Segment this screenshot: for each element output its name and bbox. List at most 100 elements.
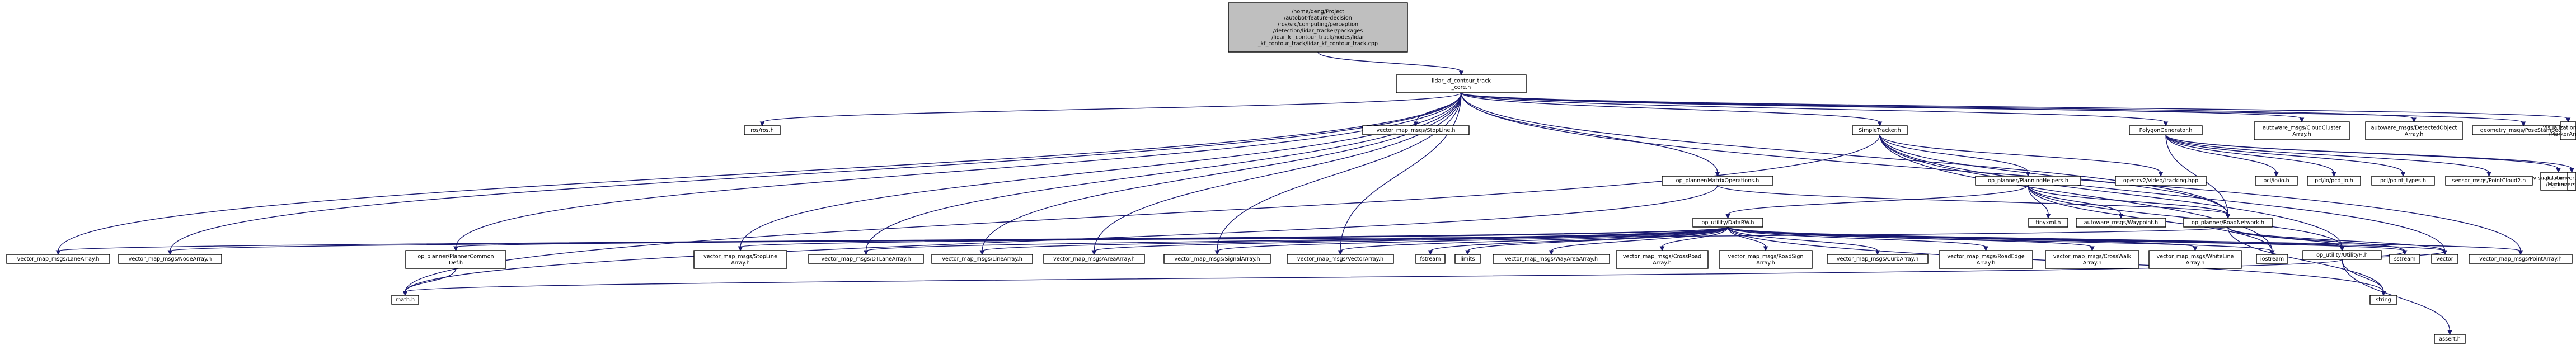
node-box-pointarray[interactable] xyxy=(2469,254,2573,264)
node-root[interactable]: /home/deng/Project/autobot-feature-decis… xyxy=(1228,2,1408,53)
node-waypoint[interactable]: autoware_msgs/Waypoint.h xyxy=(2076,218,2166,228)
node-planninghelpers[interactable]: op_planner/PlanningHelpers.h xyxy=(1975,176,2081,186)
arrowhead-root-to-core xyxy=(1458,70,1464,76)
edge-polygongen-to-pointcloud2 xyxy=(2165,134,2490,173)
node-box-sstream[interactable] xyxy=(2389,254,2420,264)
node-box-lanearray[interactable] xyxy=(6,254,110,264)
node-matrixops[interactable]: op_planner/MatrixOperations.h xyxy=(1662,176,1773,186)
node-box-linearray[interactable] xyxy=(931,254,1033,264)
node-string[interactable]: string xyxy=(2369,295,2397,305)
node-box-pclpcd[interactable] xyxy=(2307,176,2361,186)
node-sstream[interactable]: sstream xyxy=(2389,254,2420,264)
node-label-vectorarray-line-0: vector_map_msgs/VectorArray.h xyxy=(1297,256,1383,262)
node-roadnetwork[interactable]: op_planner/RoadNetwork.h xyxy=(2183,218,2273,228)
node-box-asserth[interactable] xyxy=(2434,334,2466,344)
node-box-matrixops[interactable] xyxy=(1662,176,1773,186)
node-box-waypoint[interactable] xyxy=(2076,218,2166,228)
node-areaarray[interactable]: vector_map_msgs/AreaArray.h xyxy=(1043,254,1145,264)
node-fstream[interactable]: fstream xyxy=(1415,254,1446,264)
node-label-utilityh-line-0: op_utility/UtilityH.h xyxy=(2316,252,2368,258)
node-simpletracker[interactable]: SimpleTracker.h xyxy=(1852,125,1908,135)
node-pclpcd[interactable]: pcl/io/pcd_io.h xyxy=(2307,176,2361,186)
node-vectorarray[interactable]: vector_map_msgs/VectorArray.h xyxy=(1287,254,1394,264)
node-box-vector[interactable] xyxy=(2431,254,2458,264)
node-dtlanearray[interactable]: vector_map_msgs/DTLaneArray.h xyxy=(808,254,924,264)
node-markerarray[interactable]: visualization_msgs/MarkerArray.h xyxy=(2543,121,2576,140)
node-asserth[interactable]: assert.h xyxy=(2434,334,2466,344)
node-box-mathh[interactable] xyxy=(391,295,419,305)
node-signalarray[interactable]: vector_map_msgs/SignalArray.h xyxy=(1163,254,1271,264)
node-box-pclconv[interactable] xyxy=(2567,172,2576,191)
node-box-limits[interactable] xyxy=(1454,254,1481,264)
node-box-detectedobject[interactable] xyxy=(2365,121,2463,140)
node-pointarray[interactable]: vector_map_msgs/PointArray.h xyxy=(2469,254,2573,264)
node-box-simpletracker[interactable] xyxy=(1852,125,1908,135)
node-box-stopline[interactable] xyxy=(1362,125,1470,135)
node-box-pointcloud2[interactable] xyxy=(2445,176,2533,186)
node-box-fstream[interactable] xyxy=(1415,254,1446,264)
node-mathh[interactable]: math.h xyxy=(391,295,419,305)
node-box-opencv[interactable] xyxy=(2115,176,2207,186)
node-datarw[interactable]: op_utility/DataRW.h xyxy=(1692,218,1763,228)
node-box-areaarray[interactable] xyxy=(1043,254,1145,264)
node-box-nodearray[interactable] xyxy=(118,254,222,264)
node-box-dtlanearray[interactable] xyxy=(808,254,924,264)
node-box-markerarray[interactable] xyxy=(2560,121,2576,140)
node-tinyxml[interactable]: tinyxml.h xyxy=(2028,218,2068,228)
node-box-tinyxml[interactable] xyxy=(2028,218,2068,228)
node-box-curbarray[interactable] xyxy=(1827,254,1929,264)
node-polygongen[interactable]: PolygonGenerator.h xyxy=(2129,125,2203,135)
node-box-roadedgearray[interactable] xyxy=(1939,250,2033,269)
node-stopline[interactable]: vector_map_msgs/StopLine.h xyxy=(1362,125,1470,135)
node-pclconv[interactable]: pcl_conversions/pcl_conversions.h xyxy=(2546,172,2576,191)
node-box-planninghelpers[interactable] xyxy=(1975,176,2081,186)
node-box-core[interactable] xyxy=(1396,74,1527,93)
node-box-roadsignarray[interactable] xyxy=(1719,250,1813,269)
node-nodearray[interactable]: vector_map_msgs/NodeArray.h xyxy=(118,254,222,264)
node-utilityh[interactable]: op_utility/UtilityH.h xyxy=(2302,250,2382,260)
node-box-pclio[interactable] xyxy=(2255,176,2298,186)
edge-plannercommon-to-mathh xyxy=(405,268,457,292)
node-box-pointtypes[interactable] xyxy=(2371,176,2435,186)
node-box-stoplinearray[interactable] xyxy=(693,250,787,269)
node-curbarray[interactable]: vector_map_msgs/CurbArray.h xyxy=(1827,254,1929,264)
node-linearray[interactable]: vector_map_msgs/LineArray.h xyxy=(931,254,1033,264)
node-box-polygongen[interactable] xyxy=(2129,125,2203,135)
node-core[interactable]: lidar_kf_contour_track_core.h xyxy=(1396,74,1527,93)
node-box-crosswalkarray[interactable] xyxy=(2045,250,2139,269)
node-pclio[interactable]: pcl/io/io.h xyxy=(2255,176,2298,186)
node-pointcloud2[interactable]: sensor_msgs/PointCloud2.h xyxy=(2445,176,2533,186)
node-box-datarw[interactable] xyxy=(1692,218,1763,228)
node-box-string[interactable] xyxy=(2369,295,2397,305)
node-lanearray[interactable]: vector_map_msgs/LaneArray.h xyxy=(6,254,110,264)
node-box-wayareaarray[interactable] xyxy=(1493,254,1610,264)
node-box-crossroadarray[interactable] xyxy=(1616,250,1709,269)
node-iostream[interactable]: iostream xyxy=(2256,254,2288,264)
node-wayareaarray[interactable]: vector_map_msgs/WayAreaArray.h xyxy=(1493,254,1610,264)
node-box-plannercommon[interactable] xyxy=(405,250,506,269)
node-box-utilityh[interactable] xyxy=(2302,250,2382,260)
node-box-cloudcluster[interactable] xyxy=(2254,121,2350,140)
node-box-root[interactable] xyxy=(1228,2,1408,53)
node-box-iostream[interactable] xyxy=(2256,254,2288,264)
node-box-ros[interactable] xyxy=(744,125,781,135)
node-box-signalarray[interactable] xyxy=(1163,254,1271,264)
arrowhead-polygongen-to-pclpcd xyxy=(2331,172,2336,177)
node-opencv[interactable]: opencv2/video/tracking.hpp xyxy=(2115,176,2207,186)
node-limits[interactable]: limits xyxy=(1454,254,1481,264)
node-ros[interactable]: ros/ros.h xyxy=(744,125,781,135)
node-pointtypes[interactable]: pcl/point_types.h xyxy=(2371,176,2435,186)
node-box-whitelinearray[interactable] xyxy=(2148,250,2242,269)
node-box-vectorarray[interactable] xyxy=(1287,254,1394,264)
node-vector[interactable]: vector xyxy=(2431,254,2458,264)
node-box-roadnetwork[interactable] xyxy=(2183,218,2273,228)
